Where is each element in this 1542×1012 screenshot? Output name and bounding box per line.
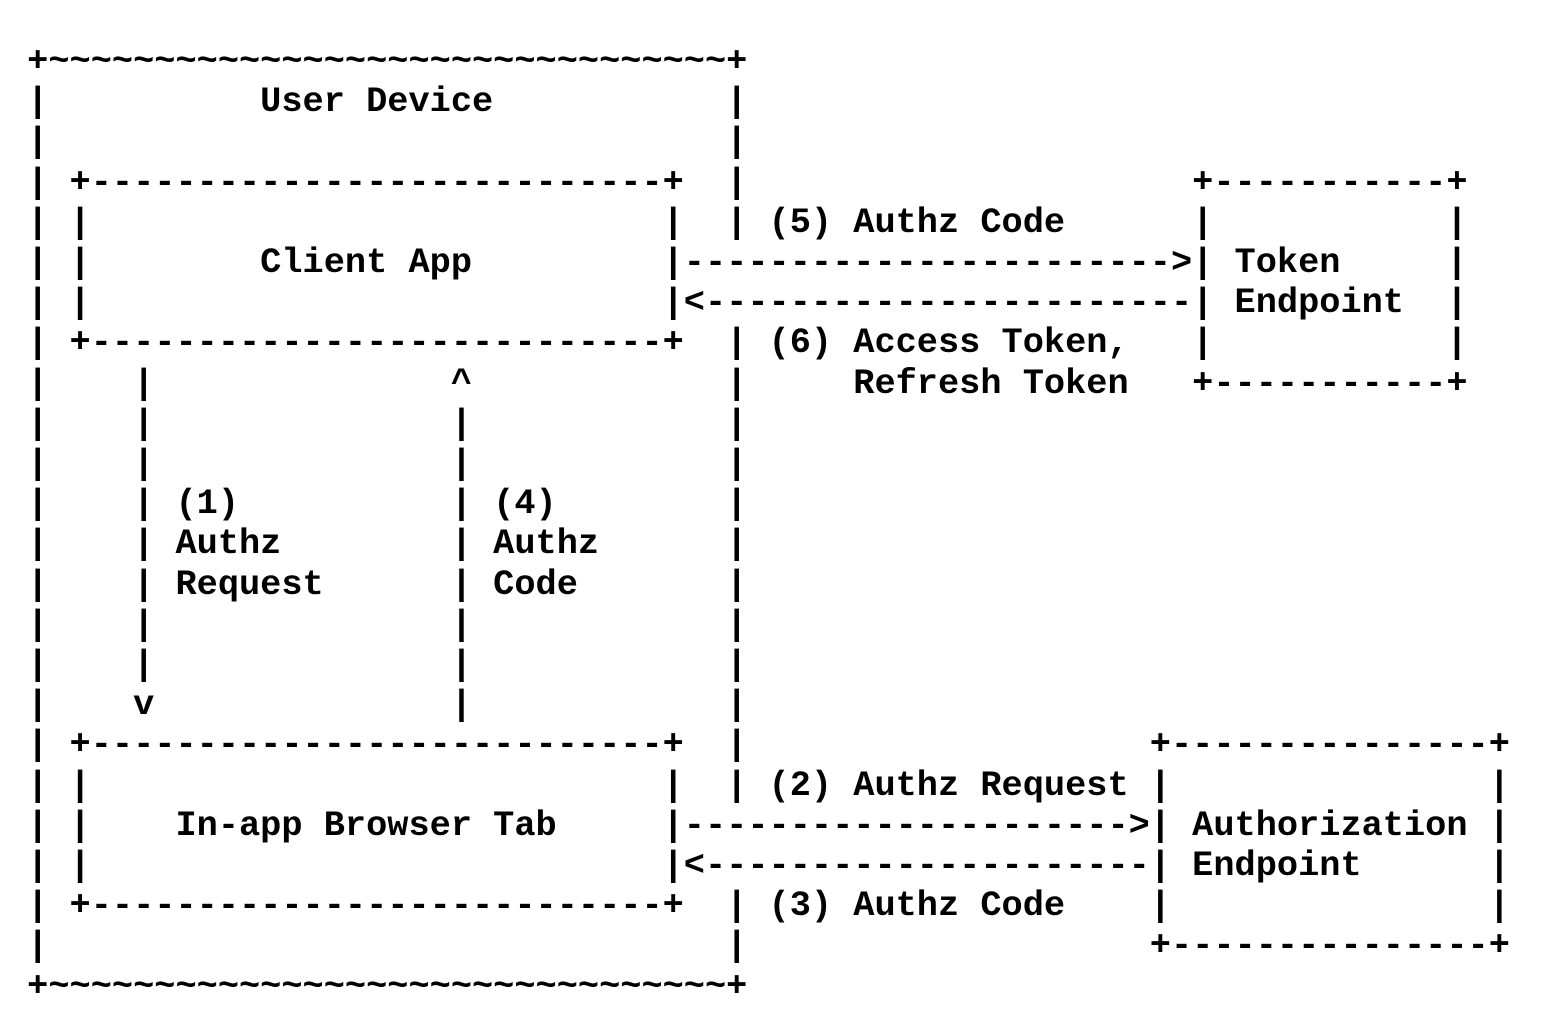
oauth-ascii-flow-diagram: +~~~~~~~~~~~~~~~~~~~~~~~~~~~~~~~~+ | Use… — [27, 42, 1510, 1007]
diagram-canvas: +~~~~~~~~~~~~~~~~~~~~~~~~~~~~~~~~+ | Use… — [27, 42, 1510, 1007]
